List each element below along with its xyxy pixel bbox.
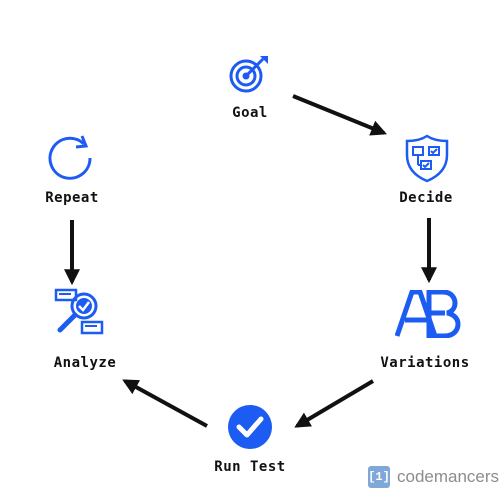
node-label-goal: Goal [232,105,268,121]
brand-name: codemancers [397,467,500,486]
shield-checklist-icon [405,134,449,183]
refresh-icon [48,135,92,180]
node-label-run-test: Run Test [214,459,286,475]
arrow-runtest-to-analyze [122,379,208,428]
arrow-goal-to-decide [292,94,387,136]
node-label-analyze: Analyze [53,355,117,371]
brand-logo-lockup: [1] codemancers [368,466,499,488]
node-label-repeat: Repeat [45,190,99,206]
node-label-variations: Variations [380,355,470,371]
codemancers-logo-icon: [1] [368,466,390,488]
ab-icon [395,290,461,338]
checkmark-circle-icon [228,405,272,449]
arrow-variations-to-runtest [294,379,375,428]
magnify-report-icon [54,288,104,335]
target-icon [229,56,268,93]
node-label-decide: Decide [399,190,453,206]
